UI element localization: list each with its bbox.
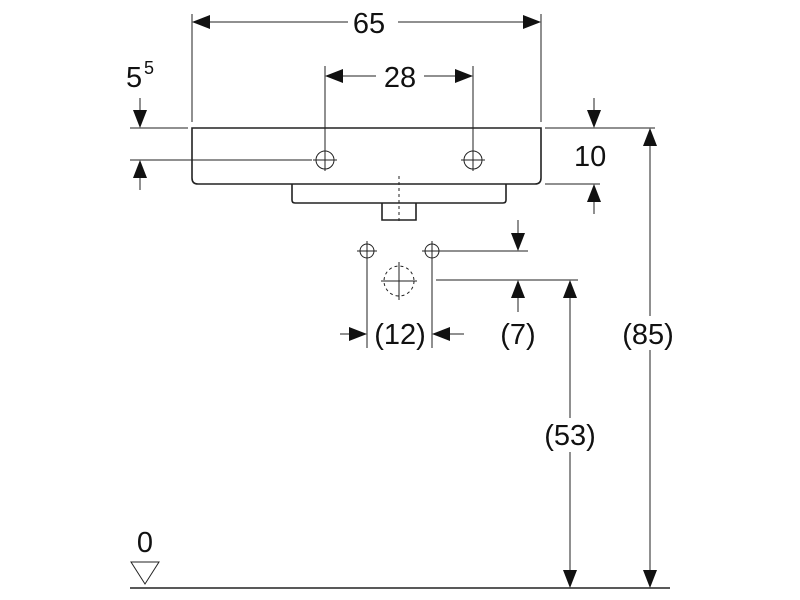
waste-spacing-label: (12) [374,319,426,351]
dim-rim-height: (85) [600,127,674,588]
dim-waste-drop: (7) [440,220,536,351]
supply-point-left [357,241,377,262]
dim-rim-offset: 5 5 [126,58,312,190]
dim-tap-spacing: 28 [324,62,474,150]
rim-height-label: (85) [622,319,674,351]
dim-waste-spacing: (12) [340,262,464,351]
waste-outlet [381,203,417,221]
dim-rim-thickness: 10 [545,98,606,214]
tap-hole-right [461,149,485,171]
rim-thickness-label: 10 [574,141,606,173]
dim-waste-height: (53) [436,279,596,588]
waste-connection-point [381,262,417,300]
waste-drop-label: (7) [500,319,535,351]
supply-point-right [422,241,442,262]
dim-overall-width: 65 [191,8,542,122]
tap-hole-left [313,149,337,171]
overall-width-label: 65 [353,8,385,40]
rim-offset-superscript: 5 [144,58,154,78]
basin-outline [191,127,542,185]
rim-offset-label: 5 [126,62,142,94]
level-triangle-icon [130,561,160,585]
waste-height-label: (53) [544,420,596,452]
floor-level-marker: 0 [130,527,670,589]
tap-spacing-label: 28 [384,62,416,94]
floor-level-label: 0 [137,527,153,559]
